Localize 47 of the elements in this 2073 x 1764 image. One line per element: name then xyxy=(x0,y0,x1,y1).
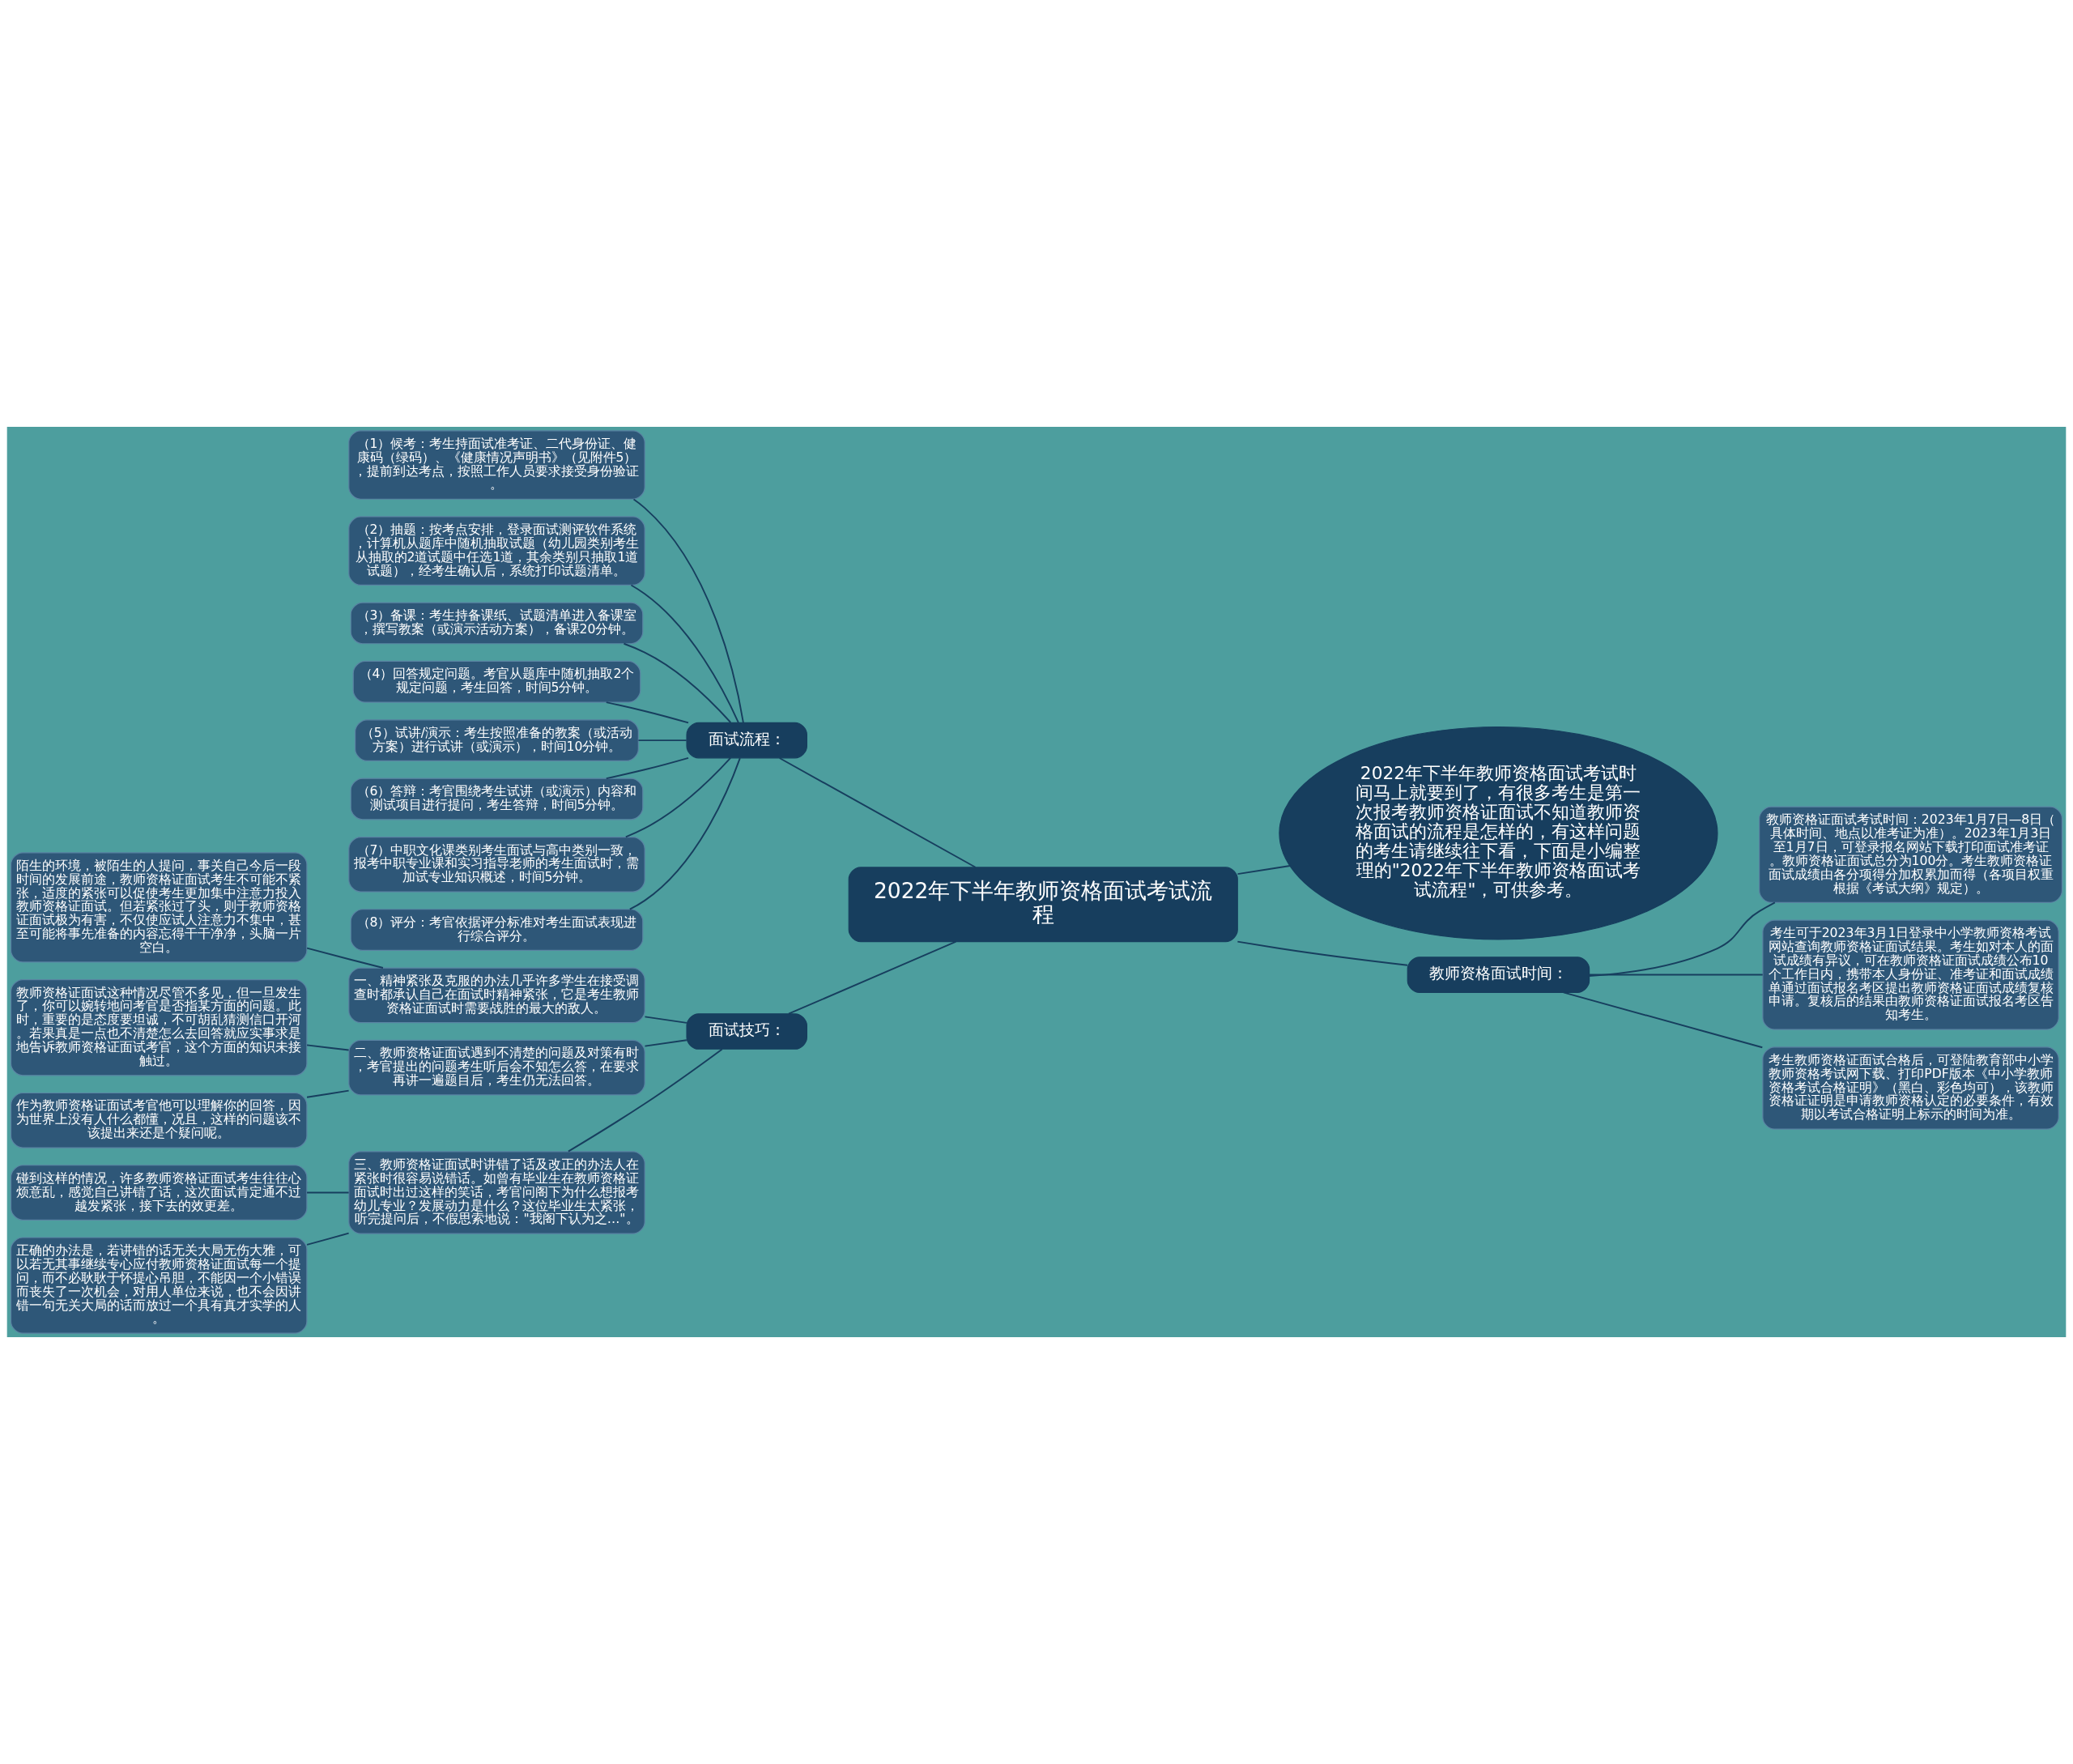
connector xyxy=(605,756,689,780)
connector xyxy=(644,1039,687,1047)
node-box: （5）试讲/演示：考生按照准备的教案（或活动方案）进行试讲（或演示），时间10分钟。 xyxy=(355,719,639,762)
node-box: 陌生的环境，被陌生的人提问，事关自己今后一段时间的发展前途，教师资格证面试考生不可能不紧张，适度的紧张可以促使考生更加集中注意力投入教师资格证面试。但若紧张过了头，则于教师资格证面试极为有害，不仅使应试人注意力不集中，甚至可能将事先准备的内容忘得干干净净，头脑一片空白。 xyxy=(10,852,308,963)
connector xyxy=(1237,940,1408,966)
connector xyxy=(605,701,689,724)
connector xyxy=(788,940,957,1015)
node-box: 三、教师资格证面试时讲错了话及改正的办法人在紧张时很容易说错话。如曾有毕业生在教师资格证面试时出过这样的笑话，考官问阁下为什么想报考幼儿专业？发展动力是什么？这位毕业生太紧张，听完提问后，不假思索地说："我阁下认为之…"。 xyxy=(348,1151,645,1234)
node-box: 作为教师资格证面试考官他可以理解你的回答，因为世界上没有人什么都懂，况且，这样的问题该不该提出来还是个疑问呢。 xyxy=(10,1092,308,1148)
connector xyxy=(630,584,739,724)
node-ellipse: 2022年下半年教师资格面试考试时间马上就要到了，有很多考生是第一次报考教师资格证面试不知道教师资格面试的流程是怎样的，有这样问题的考生请继续往下看，下面是小编整理的"2022年下半年教师资格面试考试流程"，可供参考。 xyxy=(1279,726,1718,940)
connector xyxy=(632,498,744,724)
node-box: 正确的办法是，若讲错的话无关大局无伤大雅，可以若无其事继续专心应付教师资格证面试每一个提问，而不必耿耿于怀提心吊胆，不能因一个小错误而丧失了一次机会，对用人单位来说，也不会因讲错一句无关大局的话而放过一个具有真才实学的人。 xyxy=(10,1237,308,1334)
connector xyxy=(623,642,732,723)
connector xyxy=(306,1089,350,1098)
connector xyxy=(624,756,732,838)
node-box: （6）答辩：考官围绕考生试讲（或演示）内容和测试项目进行提问，考生答辩，时间5分钟。 xyxy=(350,778,644,820)
node-box: 面试技巧： xyxy=(686,1013,807,1050)
connector xyxy=(644,1016,687,1024)
connector xyxy=(778,757,977,868)
node-box: 教师资格证面试考试时间：2023年1月7日—8日（具体时间、地点以准考证为准）。2023年1月3日至1月7日，可登录报名网站下载打印面试准考证。教师资格证面试总分为100分。考生教师资格证面试成绩由各分项得分加权累加而得（各项目权重根据《考试大纲》规定）。 xyxy=(1759,806,2063,903)
connector xyxy=(306,1191,350,1194)
connector xyxy=(1588,901,1776,977)
connector xyxy=(306,1232,350,1246)
node-box: 2022年下半年教师资格面试考试流程 xyxy=(848,867,1238,943)
node-box: 考生教师资格证面试合格后，可登陆教育部中小学教师资格考试网下载、打印PDF版本《中小学教师资格考试合格证明》（黑白、彩色均可），该教师资格证证明是申请教师资格认定的必要条件，有效期以考试合格证明上标示的时间为准。 xyxy=(1762,1046,2059,1130)
node-box: 二、教师资格证面试遇到不清楚的问题及对策有时，考官提出的问题考生听后会不知怎么答，在要求再讲一遍题目后，考生仍无法回答。 xyxy=(348,1039,645,1096)
node-box: 面试流程： xyxy=(686,722,807,759)
node-box: 一、精神紧张及克服的办法几乎许多学生在接受调查时都承认自己在面试时精神紧张，它是考生教师资格证面试时需要战胜的最大的敌人。 xyxy=(348,967,645,1024)
node-box: （3）备课：考生持备课纸、试题清单进入备课室，撰写教案（或演示活动方案），备课20分钟。 xyxy=(350,602,644,645)
connector xyxy=(1237,865,1292,876)
node-box: （1）候考：考生持面试准考证、二代身份证、健康码（绿码）、《健康情况声明书》（见附件5），提前到达考点，按照工作人员要求接受身份验证。 xyxy=(348,430,645,500)
node-box: （7）中职文化课类别考生面试与高中类别一致，报考中职专业课和实习指导老师的考生面试时，需加试专业知识概述，时间5分钟。 xyxy=(348,836,645,893)
node-box: 教师资格面试时间： xyxy=(1407,957,1590,993)
connector xyxy=(567,1048,723,1153)
connector xyxy=(1562,991,1764,1049)
node-box: 考生可于2023年3月1日登录中小学教师资格考试网站查询教师资格证面试结果。考生如对本人的面试成绩有异议，可在教师资格证面试成绩公布10个工作日内，携带本人身份证、准考证和面试成绩单通过面试报名考区提出教师资格证面试成绩复核申请。复核后的结果由教师资格证面试报名考区告知考生。 xyxy=(1762,919,2059,1030)
node-box: （8）评分：考官依据评分标准对考生面试表现进行综合评分。 xyxy=(350,909,644,952)
node-box: 教师资格证面试这种情况尽管不多见，但一旦发生了，你可以婉转地问考官是否指某方面的问题。此时，重要的是态度要坦诚，不可胡乱猜测信口开河。若果真是一点也不清楚怎么去回答就应实事求是地告诉教师资格证面试考官，这个方面的知识未接触过。 xyxy=(10,979,308,1076)
connector xyxy=(306,1044,350,1051)
connector xyxy=(306,947,384,969)
node-box: 碰到这样的情况，许多教师资格证面试考生往往心烦意乱，感觉自己讲错了话，这次面试肯定通不过越发紧张，接下去的效更差。 xyxy=(10,1165,308,1221)
node-box: （2）抽题：按考点安排，登录面试测评软件系统，计算机从题库中随机抽取试题（幼儿园类别考生从抽取的2道试题中任选1道，其余类别只抽取1道试题），经考生确认后，系统打印试题清单。 xyxy=(348,516,645,586)
node-box: （4）回答规定问题。考官从题库中随机抽取2个规定问题，考生回答，时间5分钟。 xyxy=(352,660,641,703)
connector xyxy=(628,757,741,910)
connector xyxy=(637,739,687,742)
connector xyxy=(1588,974,1764,976)
